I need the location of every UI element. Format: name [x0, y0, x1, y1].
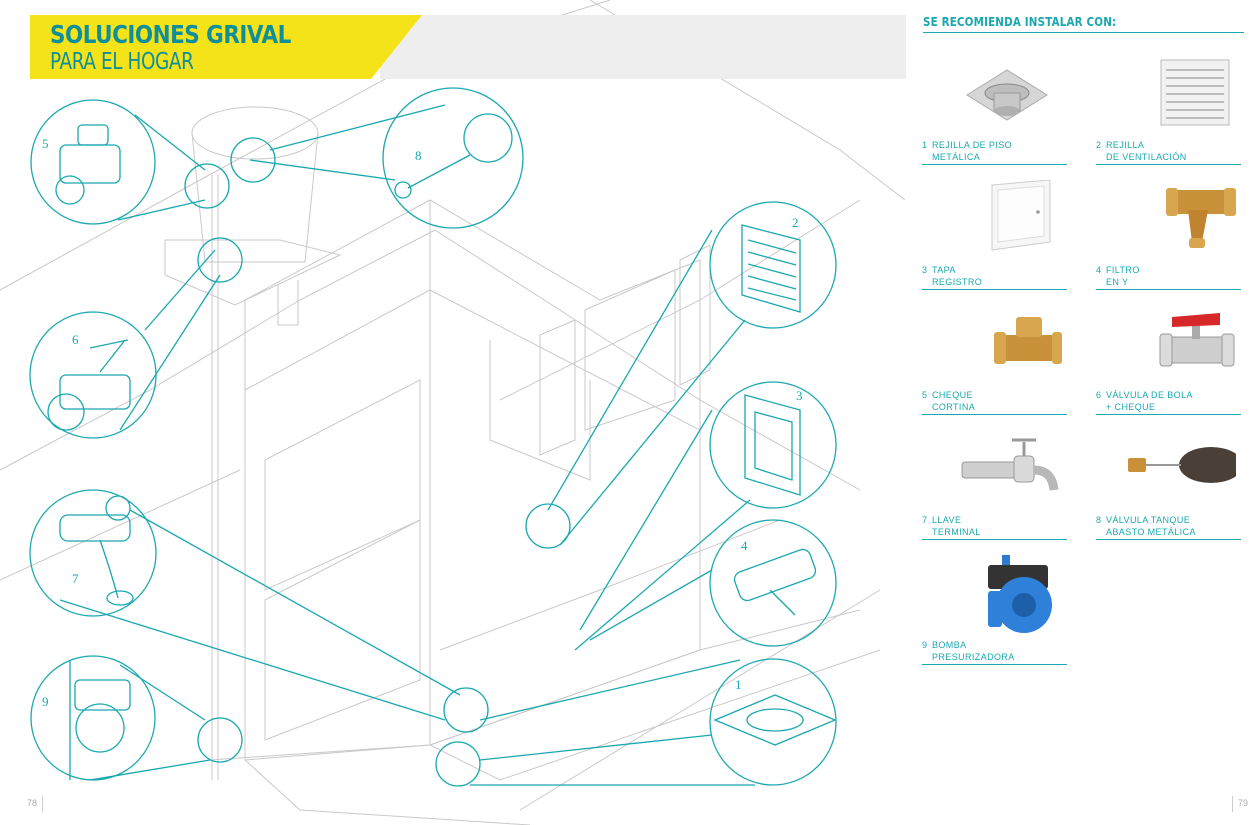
floor-drain-icon — [966, 69, 1048, 121]
callout-number: 5 — [42, 136, 49, 151]
callout-number: 1 — [735, 677, 742, 692]
product-divider — [922, 664, 1067, 665]
faucet-icon — [961, 438, 1059, 491]
product-number: 4 — [1096, 265, 1102, 275]
product-card: 6 VÁLVULA DE BOLA+ CHEQUE — [1096, 305, 1246, 425]
product-number: 6 — [1096, 390, 1102, 400]
page-subtitle: PARA EL HOGAR — [50, 49, 194, 75]
recommend-title: SE RECOMIENDA INSTALAR CON: — [923, 15, 1117, 29]
callout-number: 4 — [741, 538, 748, 553]
product-divider — [1096, 539, 1241, 540]
page-number-left: 78 — [27, 798, 38, 808]
product-number: 2 — [1096, 140, 1102, 150]
product-divider — [922, 164, 1067, 165]
product-divider — [922, 414, 1067, 415]
left-page: SOLUCIONES GRIVAL PARA EL HOGAR 5 8 2 6 … — [0, 0, 906, 825]
product-number: 9 — [922, 640, 928, 650]
product-number: 5 — [922, 390, 928, 400]
callout-number: 2 — [792, 215, 799, 230]
page-number-divider — [42, 796, 43, 812]
page-number-divider — [1232, 796, 1233, 812]
pressure-pump-icon — [988, 555, 1052, 633]
right-page: SE RECOMIENDA INSTALAR CON: 1 REJILLA DE… — [910, 0, 1250, 825]
recommend-divider — [923, 32, 1244, 33]
float-valve-icon — [1128, 447, 1236, 483]
callout-number: 9 — [42, 694, 49, 709]
house-plumbing-illustration — [0, 0, 906, 825]
product-number: 3 — [922, 265, 928, 275]
product-divider — [922, 289, 1067, 290]
product-divider — [1096, 164, 1241, 165]
product-number: 8 — [1096, 515, 1102, 525]
product-divider — [922, 539, 1067, 540]
product-divider — [1096, 289, 1241, 290]
header-gray-band — [380, 15, 906, 79]
callout-number: 7 — [72, 571, 79, 586]
page-title: SOLUCIONES GRIVAL — [50, 20, 291, 49]
header-yellow-band — [30, 15, 422, 79]
callout-number: 8 — [415, 148, 422, 163]
check-valve-icon — [994, 317, 1062, 364]
vent-grille-icon — [1160, 59, 1230, 126]
product-label: VÁLVULA DE BOLA+ CHEQUE — [1106, 390, 1193, 412]
page-number-right: 79 — [1238, 798, 1249, 808]
callout-number: 6 — [72, 332, 79, 347]
callout-number: 3 — [796, 388, 803, 403]
ball-valve-icon — [1159, 313, 1235, 367]
y-strainer-icon — [1166, 188, 1236, 248]
product-number: 7 — [922, 515, 928, 525]
product-number: 1 — [922, 140, 928, 150]
access-panel-icon — [991, 180, 1051, 251]
product-divider — [1096, 414, 1241, 415]
